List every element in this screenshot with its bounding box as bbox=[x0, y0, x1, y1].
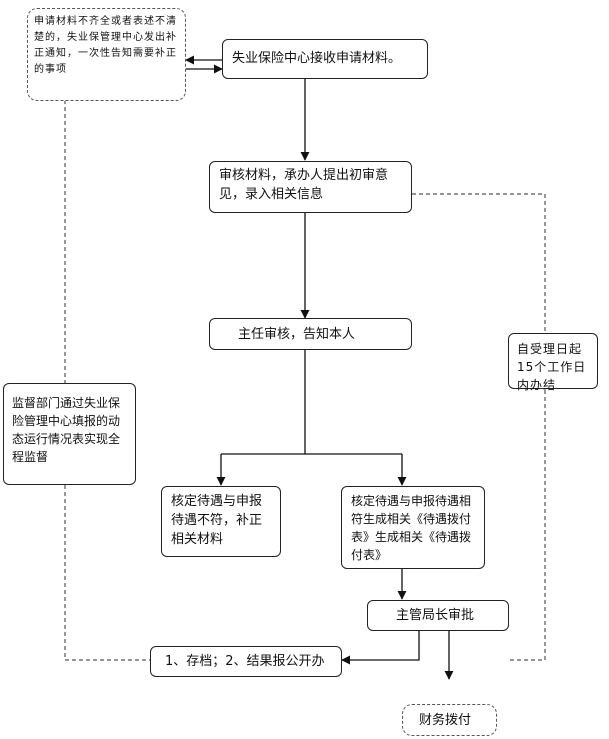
finance-text: 财务拨付 bbox=[419, 713, 472, 728]
mismatch-box: 核定待遇与申报待遇不符，补正相关材料 bbox=[161, 486, 281, 557]
review-text: 审核材料，承办人提出初审意见，录入相关信息 bbox=[219, 168, 389, 202]
arrow-approval-to-archive bbox=[341, 630, 420, 665]
receive-box: 失业保险中心接收申请材料。 bbox=[222, 39, 428, 79]
finance-box: 财务拨付 bbox=[402, 704, 497, 736]
receive-text: 失业保险中心接收申请材料。 bbox=[232, 51, 402, 66]
supervision-box: 监督部门通过失业保险管理中心填报的动态运行情况表实现全程监督 bbox=[3, 383, 136, 485]
incomplete-notice-text: 申请材料不齐全或者表述不清楚的，失业保管理中心发出补正通知，一次性告知需要补正的… bbox=[34, 16, 177, 75]
review-box: 审核材料，承办人提出初审意见，录入相关信息 bbox=[209, 161, 412, 213]
match-text: 核定待遇与申报待遇相符生成相关《待遇拨付表》生成相关《待遇拨付表》 bbox=[351, 494, 472, 562]
match-box: 核定待遇与申报待遇相符生成相关《待遇拨付表》生成相关《待遇拨付表》 bbox=[341, 486, 485, 569]
archive-text: 1、存档；2、结果报公开办 bbox=[165, 654, 325, 669]
dashed-deadline-loop bbox=[412, 193, 546, 661]
director-text: 主任审核，告知本人 bbox=[238, 327, 356, 342]
archive-box: 1、存档；2、结果报公开办 bbox=[150, 646, 342, 677]
deadline-box: 自受理日起15个工作日内办结 bbox=[508, 333, 598, 392]
deadline-text: 自受理日起15个工作日内办结 bbox=[517, 342, 587, 392]
mismatch-text: 核定待遇与申报待遇不符，补正相关材料 bbox=[171, 494, 263, 547]
incomplete-notice-box: 申请材料不齐全或者表述不清楚的，失业保管理中心发出补正通知，一次性告知需要补正的… bbox=[27, 8, 186, 101]
dashed-supervision-loop bbox=[64, 100, 150, 661]
director-box: 主任审核，告知本人 bbox=[209, 318, 412, 350]
supervision-text: 监督部门通过失业保险管理中心填报的动态运行情况表实现全程监督 bbox=[12, 396, 121, 464]
bureau-approval-text: 主管局长审批 bbox=[396, 608, 475, 623]
bureau-approval-box: 主管局长审批 bbox=[367, 600, 509, 631]
